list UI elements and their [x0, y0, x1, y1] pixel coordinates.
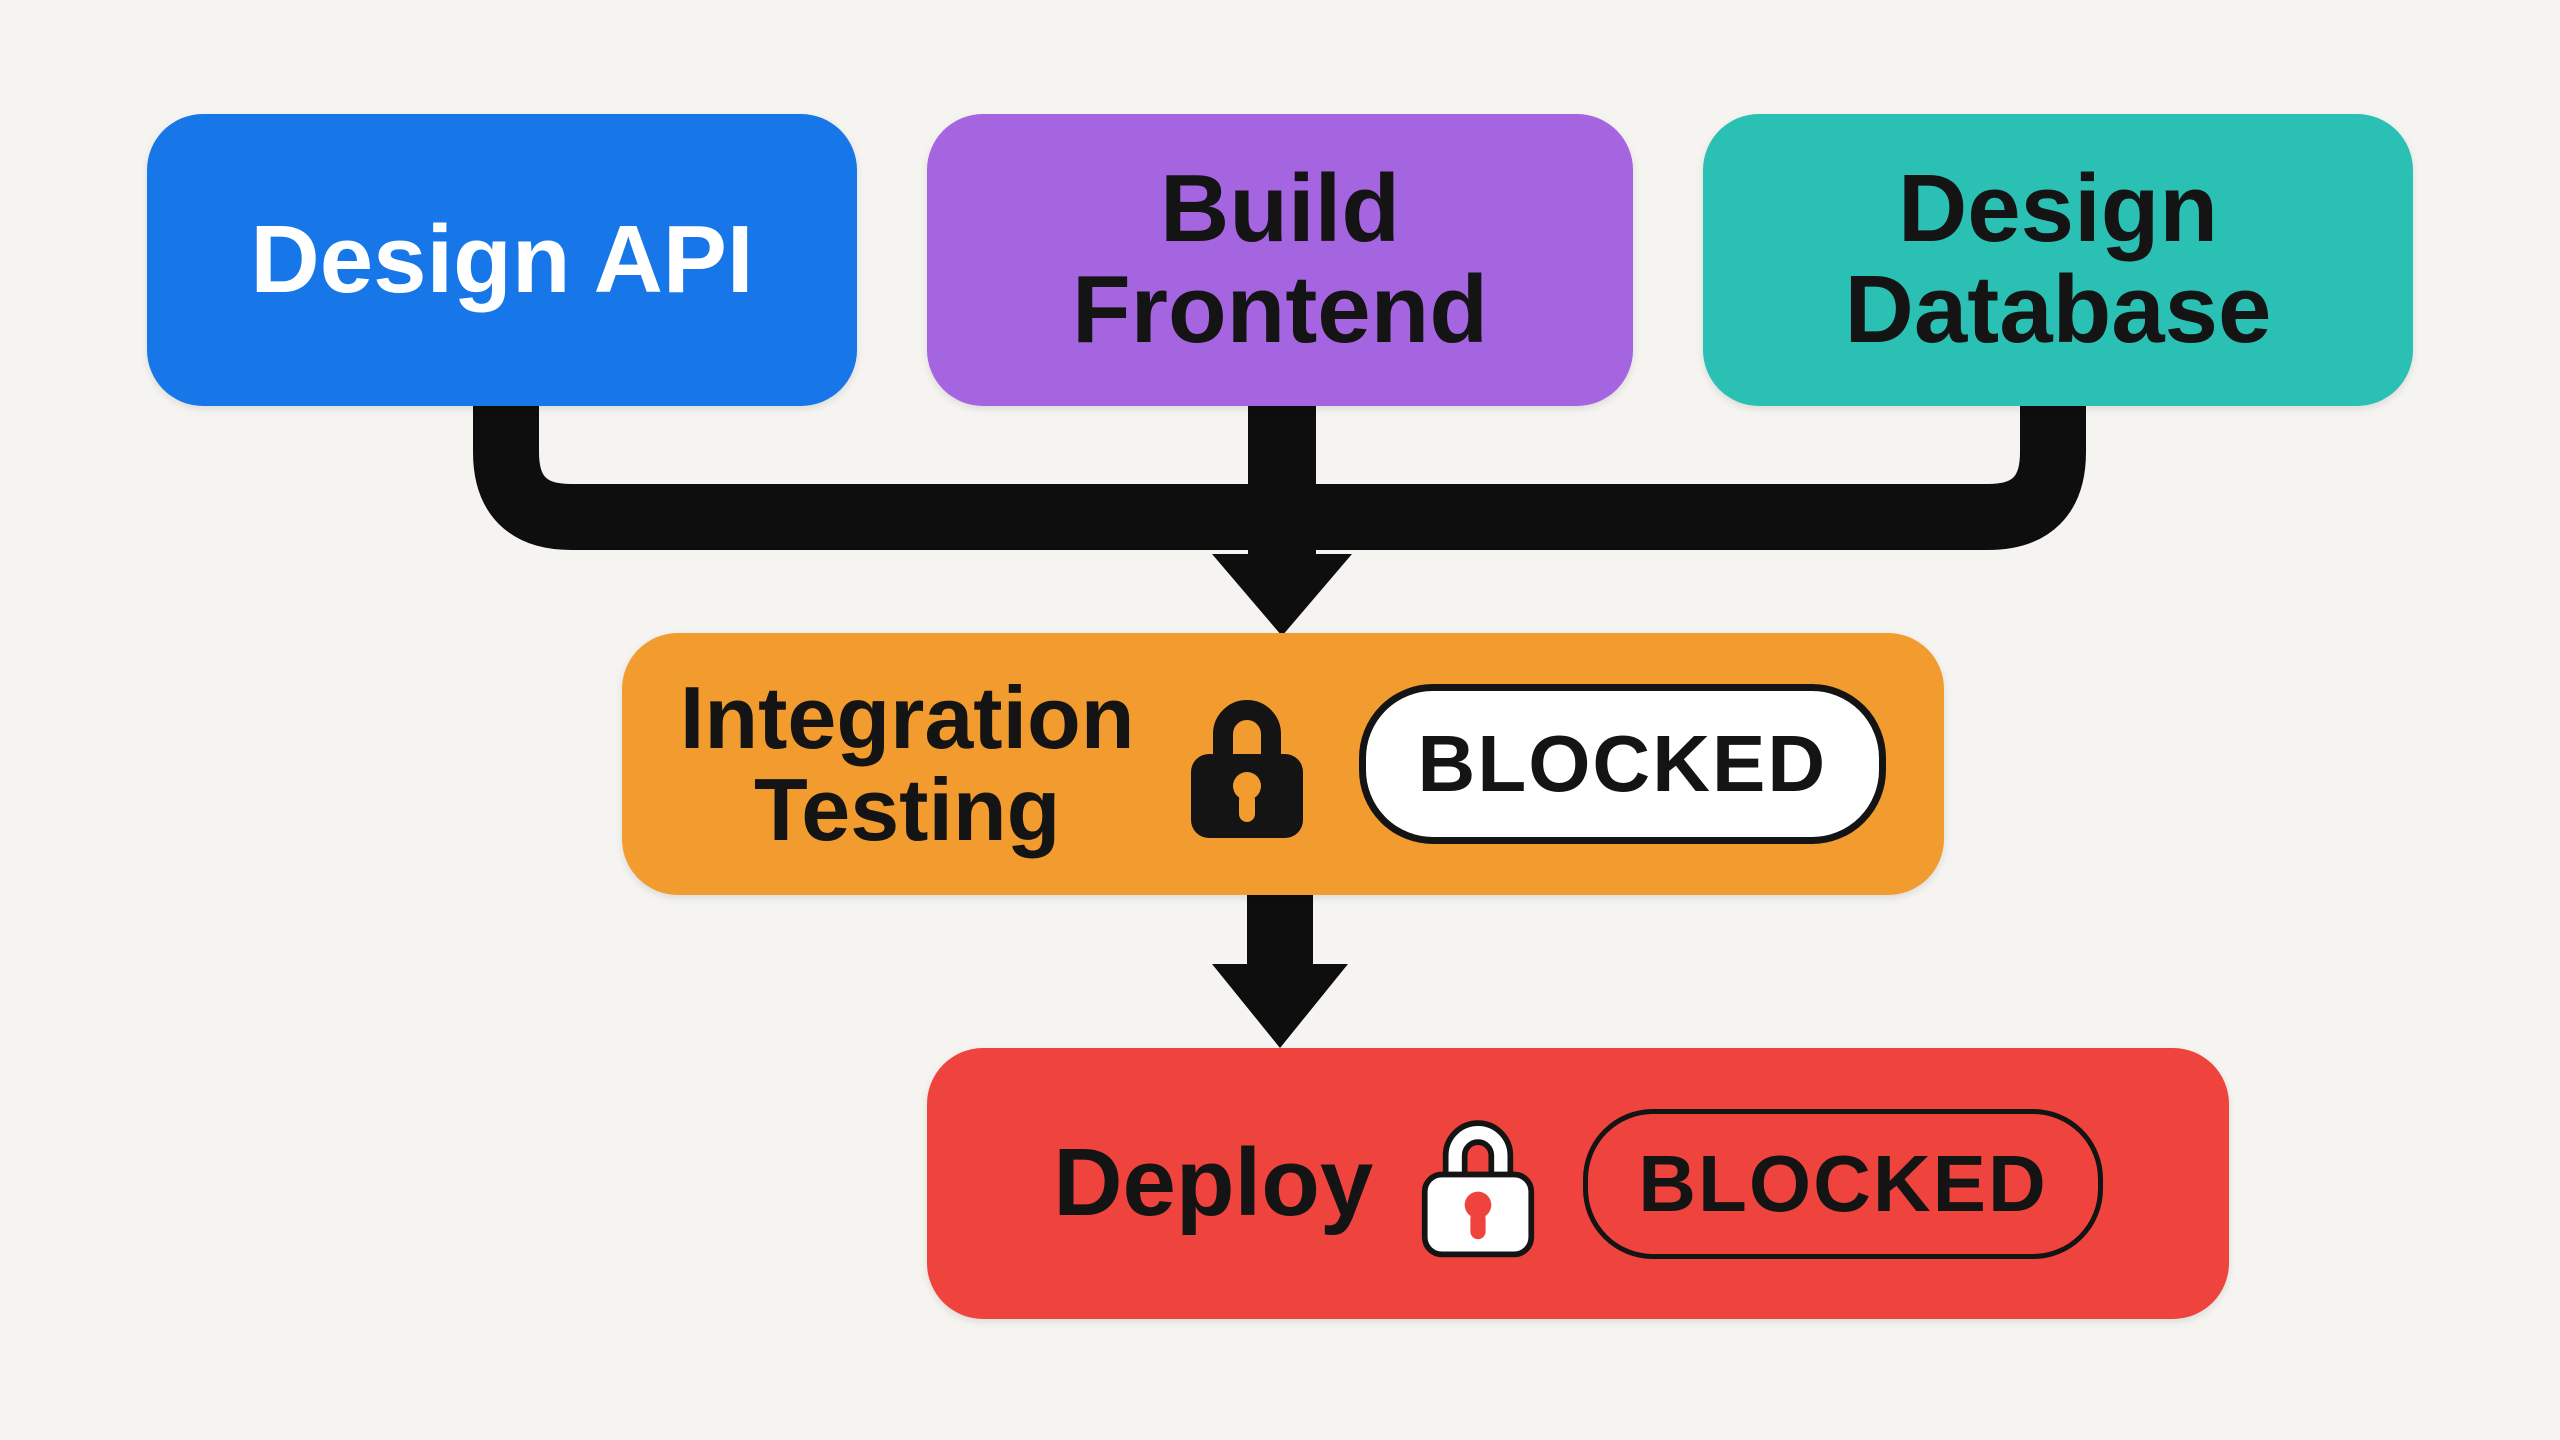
task-label: Design API — [250, 205, 754, 313]
lock-icon — [1422, 1119, 1535, 1257]
arrow-to-deploy-head — [1212, 964, 1348, 1048]
blocked-badge: BLOCKED — [1358, 684, 1887, 844]
task-label: Build Frontend — [1072, 155, 1488, 363]
task-label-line1: Build — [1160, 155, 1400, 263]
lock-icon — [1190, 700, 1303, 838]
task-label-line2: Frontend — [1072, 256, 1488, 363]
task-label-line2: Testing — [754, 760, 1061, 859]
task-label-line2: Database — [1844, 256, 2272, 363]
task-label: Integration Testing — [679, 667, 1135, 859]
arrow-to-integration-head — [1212, 554, 1352, 636]
task-design-api: Design API — [147, 114, 857, 406]
task-label: Deploy — [1053, 1129, 1374, 1237]
blocked-badge: BLOCKED — [1583, 1108, 2103, 1259]
task-build-frontend: Build Frontend — [927, 114, 1633, 406]
blocked-badge-label: BLOCKED — [1638, 1138, 2048, 1228]
task-label: Design Database — [1844, 155, 2272, 363]
task-integration-testing: Integration Testing BLOCKED — [622, 633, 1944, 895]
task-label-line1: Integration — [679, 667, 1135, 767]
task-deploy: Deploy BLOCKED — [927, 1048, 2229, 1319]
task-design-database: Design Database — [1703, 114, 2413, 406]
blocked-badge-label: BLOCKED — [1417, 719, 1828, 808]
task-label-line1: Design — [1897, 155, 2219, 263]
